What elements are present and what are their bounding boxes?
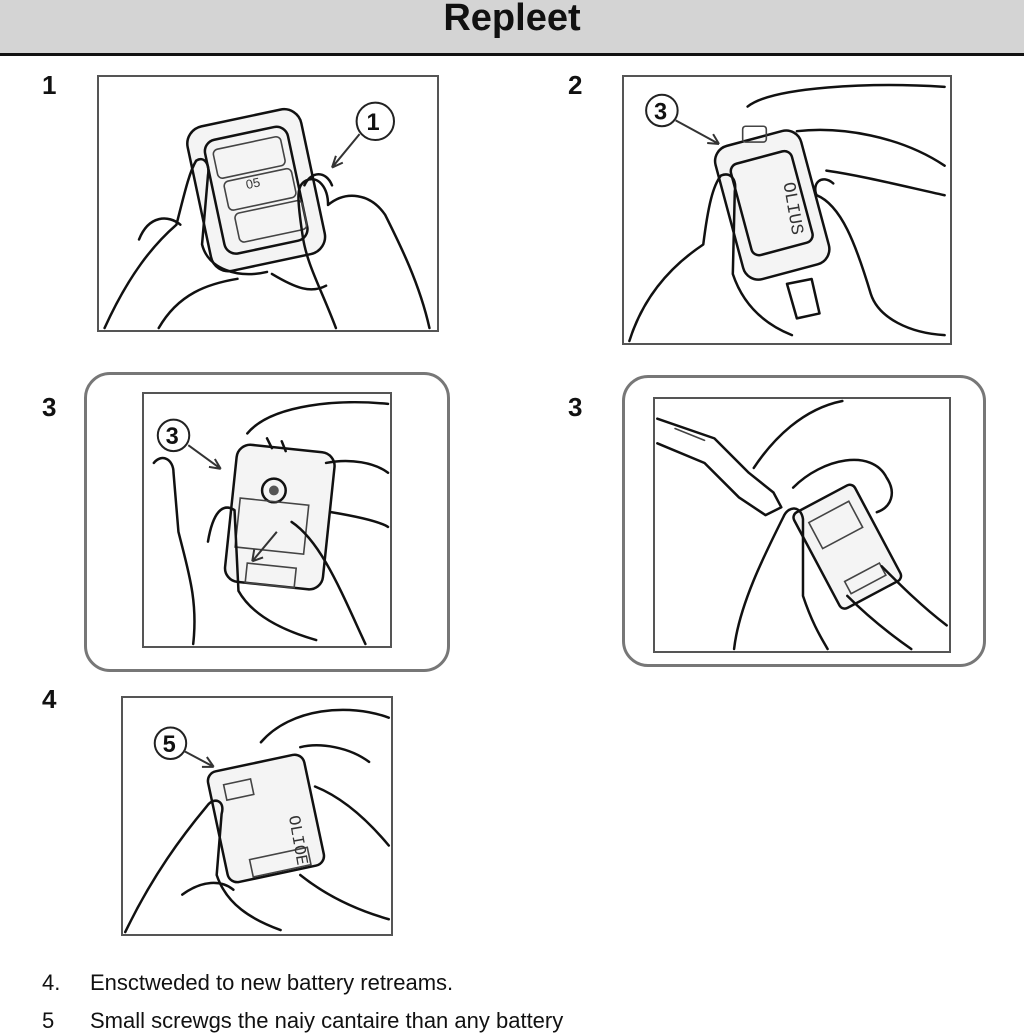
step-1-drawing: 05 1 — [99, 77, 437, 330]
instruction-5-text: Small screwgs the naiy cantaire than any… — [90, 1008, 564, 1033]
callout-3-step-3: 3 — [158, 420, 189, 451]
fob-battery-cover — [224, 443, 336, 590]
svg-text:3: 3 — [654, 99, 667, 125]
callout-5: 5 — [155, 728, 186, 759]
svg-text:3: 3 — [166, 424, 179, 450]
step-number-1: 1 — [42, 70, 57, 100]
instruction-4-text: Ensctweded to new battery retreams. — [90, 970, 454, 995]
title-bar: Repleet — [0, 0, 1024, 56]
step-1-illustration: 05 1 — [97, 75, 439, 332]
instruction-4: 4. Ensctweded to new battery retreams. — [42, 970, 453, 996]
step-3b-illustration — [653, 397, 951, 653]
pry-tool — [657, 419, 781, 515]
instruction-5: 5 Small screwgs the naiy cantaire than an… — [42, 1008, 563, 1034]
step-number-3a: 3 — [42, 392, 57, 422]
step-4-drawing: OLIOE 5 — [123, 698, 391, 934]
step-3b-drawing — [655, 399, 949, 651]
step-3a-illustration: 3 — [142, 392, 392, 648]
step-3a-frame — [84, 372, 450, 672]
page-title: Repleet — [443, 0, 581, 39]
step-2-illustration: OLIUS 3 — [622, 75, 952, 345]
callout-3-step-2: 3 — [646, 95, 678, 127]
instruction-4-number: 4. — [42, 970, 61, 995]
callout-1: 1 — [357, 103, 394, 140]
new-battery — [206, 753, 326, 884]
svg-text:5: 5 — [163, 732, 176, 758]
step-number-4: 4 — [42, 684, 57, 714]
step-3a-drawing: 3 — [144, 394, 390, 646]
step-3b-frame — [622, 375, 986, 667]
fob-button-label: 05 — [244, 174, 261, 192]
step-number-2: 2 — [568, 70, 583, 100]
svg-text:1: 1 — [366, 110, 379, 136]
step-4-illustration: OLIOE 5 — [121, 696, 393, 936]
step-number-3b: 3 — [568, 392, 583, 422]
instruction-5-number: 5 — [42, 1008, 55, 1033]
step-2-drawing: OLIUS 3 — [624, 77, 950, 343]
key-fob-opened — [712, 127, 833, 283]
